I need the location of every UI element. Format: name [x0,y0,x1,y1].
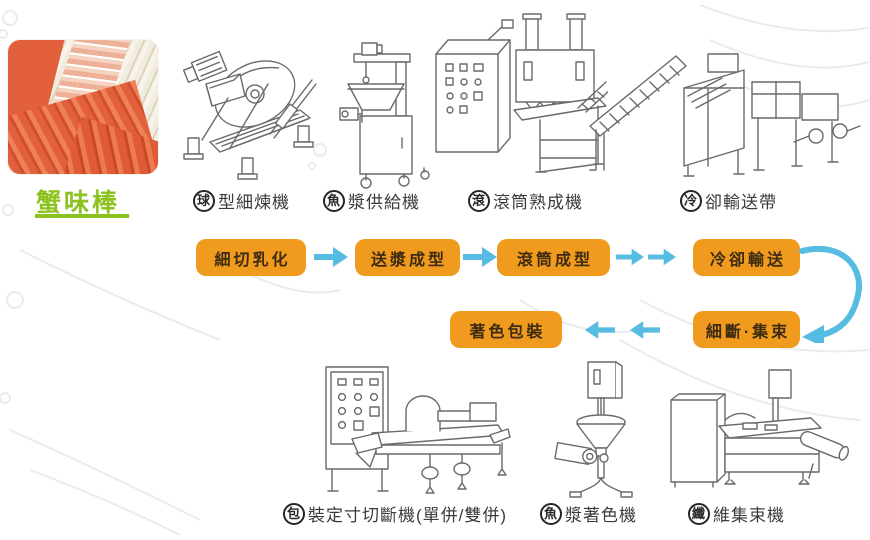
fiber-char-icon: 纖 [688,502,710,525]
flow-step-roller-forming: 滾筒成型 [497,239,610,276]
crab-stick-photo [8,40,158,174]
machine-illustration-coloring-machine [554,361,633,498]
arrow-right-icon [463,247,497,267]
label-text: 漿著色機 [565,506,637,525]
machine-illustration-cooling-conveyor [589,53,861,177]
machine-illustration-cutting-machine [325,366,511,494]
fish-char-icon: 魚 [540,502,562,525]
flow-step-forming: 送漿成型 [355,239,460,276]
machine-illustration-roller-aging [435,13,608,173]
label-text: 滾筒熟成機 [493,193,583,212]
label-bundling-machine: 纖 維集束機 [688,501,785,526]
label-text: 裝定寸切斷機(單併/雙併) [308,506,508,525]
machine-illustration-paste-supply [339,42,430,189]
flow-step-color-packaging: 著色包裝 [450,311,562,348]
arrow-left-icon [585,321,615,339]
label-text: 維集束機 [713,506,785,525]
arrow-right-icon [314,247,348,267]
label-roller-aging: 滾 滾筒熟成機 [468,188,583,213]
page-title: 蟹味棒 [36,189,121,217]
label-paste-supply: 魚 漿供給機 [323,188,420,213]
label-coloring-machine: 魚 漿著色機 [540,501,637,526]
arrow-left-icon [630,321,660,339]
pack-char-icon: 包 [283,502,305,525]
cold-char-icon: 冷 [680,189,702,212]
label-cutting-machine: 包 裝定寸切斷機(單併/雙併) [283,501,507,526]
flow-step-cut-bundle: 細斷·集束 [693,311,800,348]
ball-char-icon: 球 [193,189,215,212]
fish-char-icon: 魚 [323,189,345,212]
curved-down-arrow-icon [799,246,862,343]
arrow-right-icon [616,248,644,266]
title-underline [35,214,129,218]
flow-step-cooling: 冷卻輸送 [693,239,800,276]
label-text: 漿供給機 [348,193,420,212]
label-cooling-belt: 冷 卻輸送帶 [680,188,777,213]
roller-char-icon: 滾 [468,189,490,212]
arrow-right-icon [648,248,676,266]
label-ball-refiner: 球 型細煉機 [193,188,290,213]
label-text: 型細煉機 [218,193,290,212]
flow-step-emulsify: 細切乳化 [196,239,306,276]
machine-illustration-ball-refiner [182,50,317,180]
label-text: 卻輸送帶 [705,193,777,212]
machine-illustration-bundling-machine [670,369,850,488]
